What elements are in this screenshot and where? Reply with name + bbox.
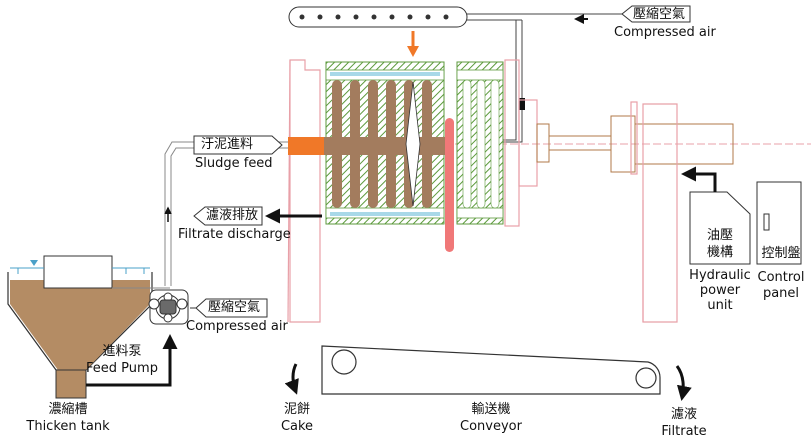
filtrate-discharge-label-en: Filtrate discharge [178,227,291,242]
conveyor [321,345,661,395]
hydraulic-unit-label-en-3: unit [707,298,733,313]
control-panel-label-en-1: Control [757,270,805,285]
sludge-feed-label-en: Sludge feed [195,156,273,171]
air-line-top [467,13,622,143]
sludge-feed-tag-shape [193,135,283,155]
thicken-tank-label-cn: 濃縮槽 [48,402,88,417]
hydraulic-unit-label-cn-1: 油壓 [706,228,734,243]
press-end-frame [630,101,678,323]
thicken-tank [7,255,153,399]
air-manifold [288,6,468,28]
sludge-inlet [288,137,324,155]
feed-pump-arrow [86,334,178,387]
press-fixed-head [287,59,321,323]
hydraulic-unit-label-cn-2: 機構 [706,245,734,260]
hydraulic-arrow [681,166,717,192]
feed-pump-label-en: Feed Pump [86,361,158,376]
filtrate-discharge-label-cn: 濾液排放 [206,208,259,223]
cake-label-en: Cake [280,419,314,434]
air-valve-top [519,98,525,110]
cake-label-cn: 泥餅 [283,402,311,417]
filtrate-label-en: Filtrate [661,424,707,439]
sludge-cakes [288,80,446,208]
hydraulic-cylinder [536,115,734,173]
conveyor-label-en: Conveyor [460,419,522,434]
compressed-air-pump-tag-shape [195,298,268,318]
air-down-arrow [407,31,419,57]
control-panel-label-en-2: panel [762,286,800,301]
compressed-air-top-label-en: Compressed air [614,25,716,40]
feed-pump-body [148,289,189,325]
press-moving-head [504,59,538,227]
filtrate-discharge-tag-shape [193,206,263,226]
compressed-air-top-tag-shape [621,5,691,23]
cake-arrow [284,363,299,395]
compressed-air-pump-label-en: Compressed air [186,319,288,334]
filter-cloth-gap [405,81,421,207]
filtrate-arrow [675,365,692,401]
filtrate-label-cn: 濾液 [670,407,698,422]
feed-pump-label-cn: 進料泵 [102,344,142,359]
hydraulic-unit-label-en-1: Hydraulic [689,268,751,283]
falling-cake [445,118,454,252]
hydraulic-unit-shape [689,191,751,265]
thicken-tank-label-en: Thicken tank [26,419,110,434]
control-switch [763,213,770,231]
plate-pack-right [456,61,504,225]
sludge-feed-label-cn: 汙泥進料 [201,137,254,152]
conveyor-label-cn: 輸送機 [471,402,511,417]
compressed-air-pump-label-cn: 壓縮空氣 [208,300,261,315]
control-panel-label-cn: 控制盤 [761,246,801,261]
hydraulic-unit-label-en-2: power [699,283,741,298]
compressed-air-top-label-cn: 壓縮空氣 [633,7,686,22]
